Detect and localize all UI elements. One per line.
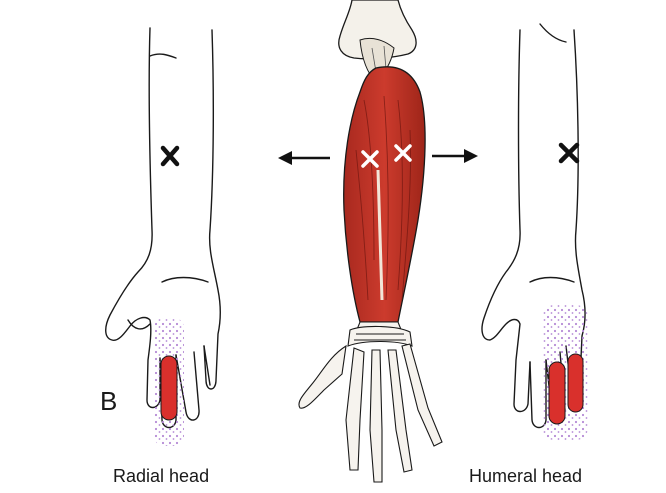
right-referral-red-2 <box>567 353 584 413</box>
right-referral-red-1 <box>548 361 566 425</box>
center-wrist-hand <box>298 321 443 483</box>
humeral-head-label: Humeral head <box>469 466 583 486</box>
center-trigger-markers <box>361 144 412 168</box>
left-trigger-marker <box>160 145 180 167</box>
left-referral-zone <box>154 318 184 446</box>
left-referral-red <box>160 355 178 421</box>
right-trigger-marker <box>558 142 580 164</box>
panel-letter: B <box>100 386 118 416</box>
center-muscle <box>343 66 426 323</box>
right-forearm-outline <box>481 29 531 413</box>
right-referral-zone <box>542 305 588 440</box>
radial-head-label: Radial head <box>113 466 210 486</box>
left-forearm-outline <box>105 27 161 409</box>
left-forearm-outer <box>203 29 221 390</box>
center-humerus <box>338 0 417 97</box>
arrow-left-icon <box>278 151 330 165</box>
arrow-right-icon <box>432 149 478 163</box>
